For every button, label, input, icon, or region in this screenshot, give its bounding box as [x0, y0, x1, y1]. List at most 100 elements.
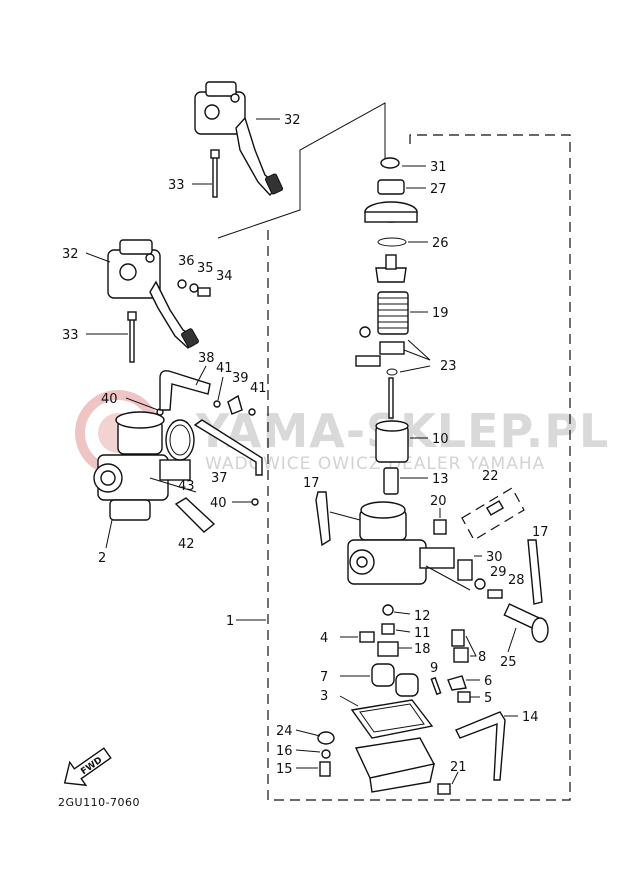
float-bowl: [354, 737, 436, 793]
callout-21: 21: [450, 760, 467, 775]
callout-18: 18: [414, 642, 431, 657]
float-7: [371, 663, 419, 697]
callout-4: 4: [320, 631, 328, 646]
callout-30: 30: [486, 550, 503, 565]
screw-21: [437, 783, 451, 795]
callout-35: 35: [197, 261, 214, 276]
callout-15: 15: [276, 762, 293, 777]
clip-40-lower: [251, 498, 259, 506]
leader-25: [507, 627, 517, 653]
callout-29: 29: [490, 565, 507, 580]
leader-3: [339, 695, 359, 707]
leader-2: [105, 519, 113, 549]
washer-16: [321, 749, 331, 759]
gasket-3-inner: [359, 703, 425, 733]
leader-12: [393, 611, 411, 615]
jet-8b: [453, 647, 469, 663]
jet-8a: [451, 629, 465, 647]
tube-42: [174, 497, 216, 533]
callout-31: 31: [430, 160, 447, 175]
callout-3: 3: [320, 689, 328, 704]
hose-38: [159, 370, 211, 411]
callout-13: 13: [432, 472, 449, 487]
washer-31: [380, 157, 400, 169]
leader-23a: [403, 339, 431, 361]
callout-17-right: 17: [532, 525, 549, 540]
leader-11: [395, 629, 411, 633]
clamp-43-inner: [169, 424, 191, 456]
tps-connector-line: [217, 102, 386, 239]
plate-23b: [355, 355, 381, 367]
callout-39: 39: [232, 371, 249, 386]
nut-27: [377, 179, 405, 195]
throttle-valve-10-top: [375, 420, 409, 432]
callout-9: 9: [430, 661, 438, 676]
leader-24: [295, 729, 321, 737]
callout-22: 22: [482, 469, 499, 484]
clip-23: [386, 368, 398, 376]
hose-14: [455, 711, 506, 781]
carburetor-body: [93, 411, 197, 521]
bracket-6: [447, 675, 467, 691]
washer-36: [177, 279, 187, 289]
washer-12: [382, 604, 394, 616]
spring-19: [377, 291, 409, 335]
callout-32-lower: 32: [62, 247, 79, 262]
callout-40-upper: 40: [101, 392, 118, 407]
diagram-code: 2GU110-7060: [58, 796, 140, 809]
washer-24: [317, 731, 335, 745]
callout-24: 24: [276, 724, 293, 739]
leader-21: [451, 771, 459, 785]
callout-17-left: 17: [303, 476, 320, 491]
screw-33-lower: [127, 311, 137, 363]
clip-41-left: [213, 400, 221, 408]
lever-30: [457, 559, 473, 581]
callout-37: 37: [211, 471, 228, 486]
callout-2: 2: [98, 551, 106, 566]
jet-20: [433, 519, 447, 535]
callout-12: 12: [414, 609, 431, 624]
leader-41a: [217, 376, 224, 401]
callout-16: 16: [276, 744, 293, 759]
throttle-sensor-upper: [194, 81, 284, 197]
callout-20: 20: [430, 494, 447, 509]
top-cap-side: [364, 211, 418, 223]
plunger-cap: [375, 267, 407, 283]
watermark-sub-text: WADOWICE OWICZ DEALER YAMAHA: [205, 454, 545, 474]
pin-9: [430, 676, 442, 696]
plate-23a: [379, 341, 405, 355]
callout-10: 10: [432, 432, 449, 447]
callout-1: 1: [226, 614, 234, 629]
oring-26: [377, 237, 407, 247]
callout-27: 27: [430, 182, 447, 197]
joint-39: [227, 394, 243, 415]
callout-41-right: 41: [250, 381, 267, 396]
screw-23: [359, 326, 371, 338]
throttle-sensor-lower: [107, 239, 199, 350]
callout-28: 28: [508, 573, 525, 588]
callout-36: 36: [178, 254, 195, 269]
jet-4: [359, 631, 375, 643]
callout-8: 8: [478, 650, 486, 665]
callout-33-upper: 33: [168, 178, 185, 193]
assembly-boundary: [267, 134, 571, 801]
screw-34: [197, 287, 211, 297]
callout-11: 11: [414, 626, 431, 641]
callout-25: 25: [500, 655, 517, 670]
needle-jet-13: [383, 467, 399, 495]
callout-41-left: 41: [216, 361, 233, 376]
leader-8: [465, 635, 477, 657]
leader-40a: [125, 397, 159, 411]
leader-38: [195, 365, 207, 386]
callout-42: 42: [178, 537, 195, 552]
hose-17-right: [527, 539, 543, 605]
leader-16: [295, 749, 321, 753]
jet-18: [377, 641, 399, 657]
washer-35: [189, 283, 199, 293]
callout-38: 38: [198, 351, 215, 366]
group-22: [461, 487, 525, 541]
callout-19: 19: [432, 306, 449, 321]
starter-plunger-25: [503, 603, 549, 643]
forward-arrow-icon: FWD: [63, 747, 112, 787]
